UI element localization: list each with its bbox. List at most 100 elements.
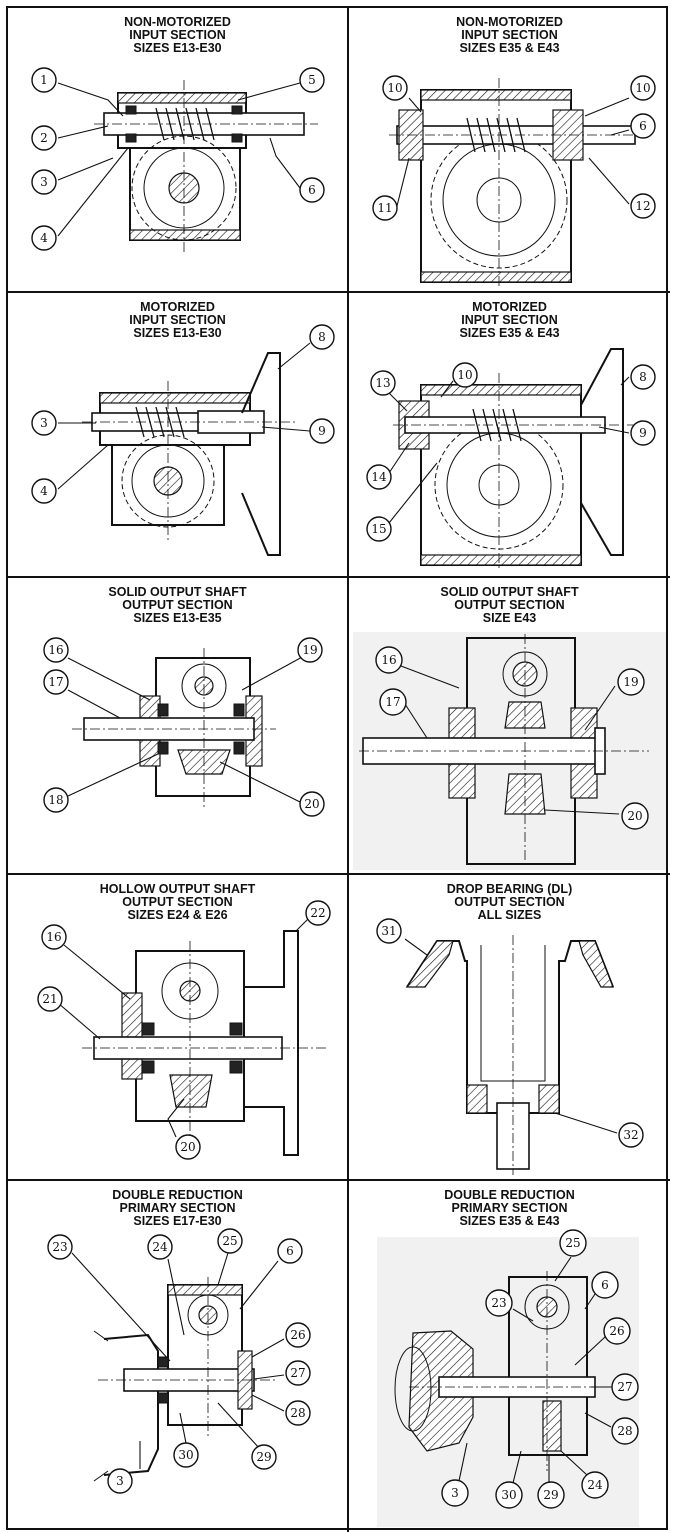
svg-text:3: 3 xyxy=(451,1486,459,1500)
svg-text:24: 24 xyxy=(152,1240,168,1254)
title-line: PRIMARY SECTION xyxy=(119,1201,236,1215)
svg-text:22: 22 xyxy=(310,906,325,920)
callout-6: 6 xyxy=(591,1271,619,1299)
callout-20: 20 xyxy=(299,791,325,817)
callout-30: 30 xyxy=(495,1481,523,1509)
callout-28: 28 xyxy=(611,1417,639,1445)
title-line: INPUT SECTION xyxy=(129,28,226,42)
title-line: DROP BEARING (DL) xyxy=(446,882,573,896)
svg-text:21: 21 xyxy=(42,992,57,1006)
parts-diagram-sheet: NON-MOTORIZED INPUT SECTION SIZES E13-E3… xyxy=(6,6,670,1532)
svg-text:30: 30 xyxy=(178,1448,193,1462)
svg-text:20: 20 xyxy=(180,1140,195,1154)
svg-text:30: 30 xyxy=(501,1488,516,1502)
callout-29: 29 xyxy=(537,1481,565,1509)
svg-text:19: 19 xyxy=(623,675,638,689)
callout-15: 15 xyxy=(366,516,392,542)
section-drawing: 8 3 9 4 xyxy=(31,324,335,556)
panel-non-motorized-e35-e43: NON-MOTORIZED INPUT SECTION SIZES E35 & … xyxy=(349,8,670,293)
callout-25: 25 xyxy=(559,1229,587,1257)
section-drawing: 31 32 xyxy=(376,918,644,1175)
callout-28: 28 xyxy=(285,1400,311,1426)
title-line: SIZES E13-E30 xyxy=(133,41,222,55)
svg-text:25: 25 xyxy=(565,1236,580,1250)
callout-31: 31 xyxy=(376,918,402,944)
svg-text:15: 15 xyxy=(371,522,386,536)
title-line: PRIMARY SECTION xyxy=(451,1201,568,1215)
svg-text:5: 5 xyxy=(308,73,316,87)
title-line: INPUT SECTION xyxy=(129,313,226,327)
callout-4: 4 xyxy=(31,478,57,504)
svg-text:16: 16 xyxy=(46,930,61,944)
panel-solid-output-e13-e35: SOLID OUTPUT SHAFT OUTPUT SECTION SIZES … xyxy=(8,578,349,875)
callout-26: 26 xyxy=(285,1322,311,1348)
title-line: DOUBLE REDUCTION xyxy=(444,1188,575,1202)
panel-title: NON-MOTORIZED INPUT SECTION SIZES E13-E3… xyxy=(8,16,347,55)
title-line: SOLID OUTPUT SHAFT xyxy=(108,585,247,599)
section-drawing: 25 23 6 26 27 28 3 30 29 24 xyxy=(377,1229,639,1527)
callout-12: 12 xyxy=(630,193,656,219)
panel-title: DOUBLE REDUCTION PRIMARY SECTION SIZES E… xyxy=(8,1189,347,1228)
callout-20: 20 xyxy=(621,802,649,830)
title-line: NON-MOTORIZED xyxy=(456,15,563,29)
callout-19: 19 xyxy=(617,668,645,696)
svg-text:17: 17 xyxy=(385,695,400,709)
callout-4: 4 xyxy=(31,225,57,251)
panel-double-reduction-e35-e43: DOUBLE REDUCTION PRIMARY SECTION SIZES E… xyxy=(349,1181,670,1532)
title-line: OUTPUT SECTION xyxy=(454,895,565,909)
callout-5: 5 xyxy=(299,67,325,93)
callout-16: 16 xyxy=(41,924,67,950)
callout-30: 30 xyxy=(173,1442,199,1468)
title-line: SIZES E13-E35 xyxy=(133,611,222,625)
callout-27: 27 xyxy=(611,1373,639,1401)
callout-16: 16 xyxy=(375,646,403,674)
callout-16: 16 xyxy=(43,637,69,663)
callout-8: 8 xyxy=(630,364,656,390)
title-line: DOUBLE REDUCTION xyxy=(112,1188,243,1202)
svg-text:9: 9 xyxy=(318,424,326,438)
section-drawing: 16 19 17 18 20 xyxy=(43,637,325,817)
svg-text:23: 23 xyxy=(491,1296,506,1310)
callout-6: 6 xyxy=(630,113,656,139)
svg-text:10: 10 xyxy=(387,81,402,95)
callout-21: 21 xyxy=(37,986,63,1012)
svg-text:2: 2 xyxy=(40,131,48,145)
svg-text:4: 4 xyxy=(40,484,48,498)
svg-text:29: 29 xyxy=(543,1488,558,1502)
svg-text:32: 32 xyxy=(623,1128,638,1142)
panel-title: SOLID OUTPUT SHAFT OUTPUT SECTION SIZE E… xyxy=(349,586,670,625)
svg-text:19: 19 xyxy=(302,643,317,657)
callout-13: 13 xyxy=(370,370,396,396)
svg-text:1: 1 xyxy=(40,73,48,87)
panel-title: NON-MOTORIZED INPUT SECTION SIZES E35 & … xyxy=(349,16,670,55)
title-line: NON-MOTORIZED xyxy=(124,15,231,29)
title-line: SIZES E35 & E43 xyxy=(459,1214,560,1228)
svg-text:28: 28 xyxy=(617,1424,632,1438)
callout-19: 19 xyxy=(297,637,323,663)
svg-text:3: 3 xyxy=(40,416,48,430)
panel-title: HOLLOW OUTPUT SHAFT OUTPUT SECTION SIZES… xyxy=(8,883,347,922)
svg-text:23: 23 xyxy=(52,1240,67,1254)
svg-text:29: 29 xyxy=(256,1450,271,1464)
svg-text:31: 31 xyxy=(381,924,396,938)
callout-24: 24 xyxy=(147,1234,173,1260)
callout-14: 14 xyxy=(366,464,392,490)
callout-3: 3 xyxy=(31,169,57,195)
svg-text:20: 20 xyxy=(304,797,319,811)
svg-text:6: 6 xyxy=(601,1278,609,1292)
title-line: OUTPUT SECTION xyxy=(122,598,233,612)
panel-drop-bearing-all-sizes: DROP BEARING (DL) OUTPUT SECTION ALL SIZ… xyxy=(349,875,670,1181)
svg-text:3: 3 xyxy=(40,175,48,189)
callout-23: 23 xyxy=(47,1234,73,1260)
callout-23: 23 xyxy=(485,1289,513,1317)
svg-text:10: 10 xyxy=(457,368,472,382)
callout-8: 8 xyxy=(309,324,335,350)
title-line: HOLLOW OUTPUT SHAFT xyxy=(99,882,256,896)
callout-3: 3 xyxy=(107,1468,133,1494)
svg-text:26: 26 xyxy=(609,1324,624,1338)
svg-text:28: 28 xyxy=(290,1406,305,1420)
svg-text:10: 10 xyxy=(635,81,650,95)
callout-22: 22 xyxy=(305,900,331,926)
callout-17: 17 xyxy=(43,669,69,695)
callout-20: 20 xyxy=(175,1134,201,1160)
